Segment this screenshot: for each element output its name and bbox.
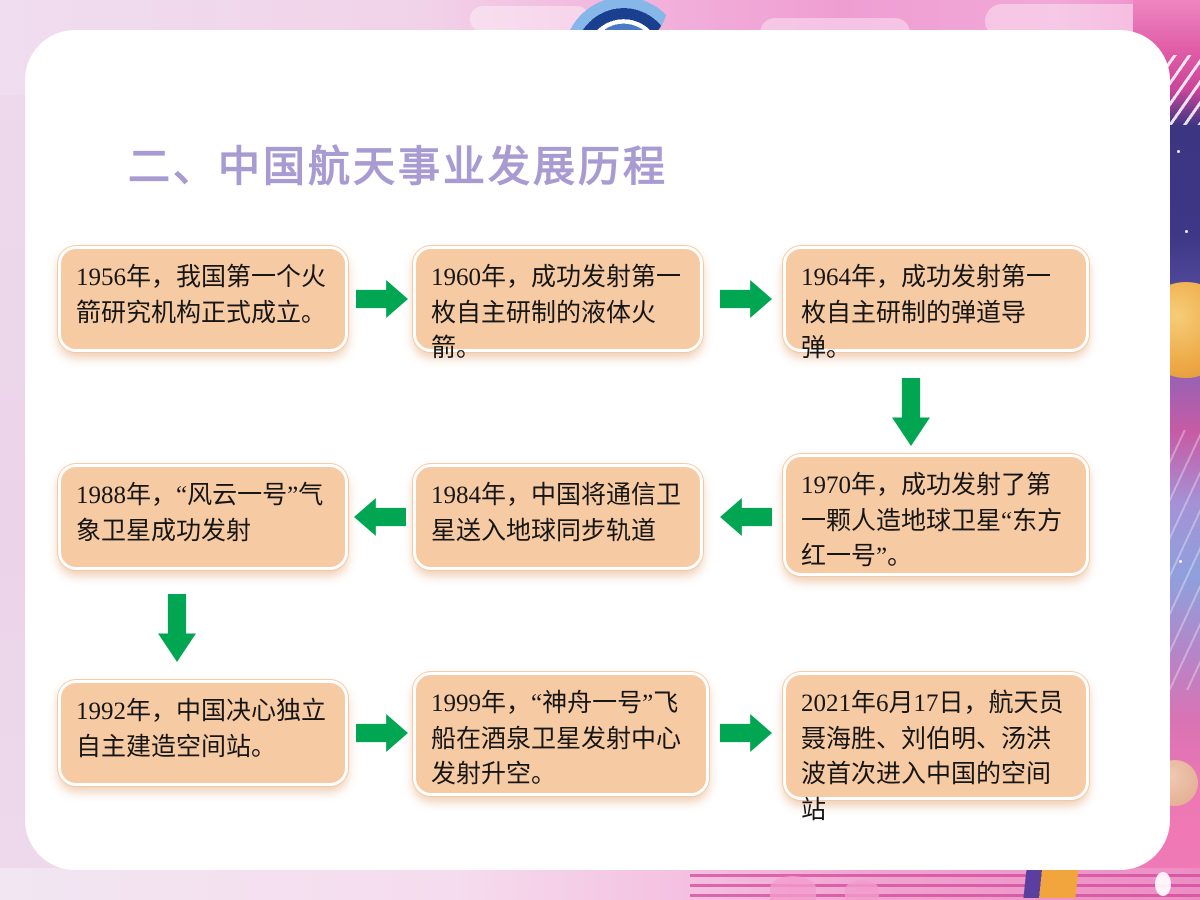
background-art-bottom — [0, 868, 1200, 900]
timeline-box-text: 1964年，成功发射第一枚自主研制的弹道导弹。 — [801, 264, 1052, 362]
star-icon — [1179, 560, 1182, 563]
timeline-box-1964: 1964年，成功发射第一枚自主研制的弹道导弹。 — [783, 246, 1089, 362]
timeline-box-1956: 1956年，我国第一个火箭研究机构正式成立。 — [58, 246, 348, 352]
oval-shape — [1155, 872, 1171, 896]
slide-title: 二、中国航天事业发展历程 — [128, 142, 669, 191]
timeline-box-text: 1984年，中国将通信卫星送入地球同步轨道 — [431, 482, 682, 545]
timeline-box-2021: 2021年6月17日，航天员聂海胜、刘伯明、汤洪波首次进入中国的空间站 — [783, 672, 1089, 824]
star-icon — [1177, 150, 1180, 153]
timeline-box-text: 1970年，成功发射了第一颗人造地球卫星“东方红一号”。 — [801, 472, 1063, 570]
timeline-box-text: 1960年，成功发射第一枚自主研制的液体火箭。 — [431, 264, 682, 362]
timeline-box-1984: 1984年，中国将通信卫星送入地球同步轨道 — [413, 464, 703, 570]
timeline-box-1992: 1992年，中国决心独立自主建造空间站。 — [58, 680, 348, 786]
timeline-box-1970: 1970年，成功发射了第一颗人造地球卫星“东方红一号”。 — [783, 454, 1089, 576]
timeline-box-text: 1988年，“风云一号”气象卫星成功发射 — [76, 482, 324, 545]
timeline-box-text: 1956年，我国第一个火箭研究机构正式成立。 — [76, 264, 327, 327]
blob-shape — [845, 880, 879, 900]
blob-shape — [770, 876, 816, 900]
timeline-box-text: 1999年，“神舟一号”飞船在酒泉卫星发射中心发射升空。 — [431, 690, 682, 788]
launch-pad-shape — [1023, 868, 1079, 898]
timeline-box-1960: 1960年，成功发射第一枚自主研制的液体火箭。 — [413, 246, 703, 362]
star-icon — [1185, 230, 1188, 233]
timeline-box-text: 2021年6月17日，航天员聂海胜、刘伯明、汤洪波首次进入中国的空间站 — [801, 690, 1064, 824]
stripes-shape — [690, 874, 1200, 900]
timeline-box-text: 1992年，中国决心独立自主建造空间站。 — [76, 698, 327, 761]
timeline-box-1988: 1988年，“风云一号”气象卫星成功发射 — [58, 464, 348, 570]
timeline-box-1999: 1999年，“神舟一号”飞船在酒泉卫星发射中心发射升空。 — [413, 672, 709, 796]
